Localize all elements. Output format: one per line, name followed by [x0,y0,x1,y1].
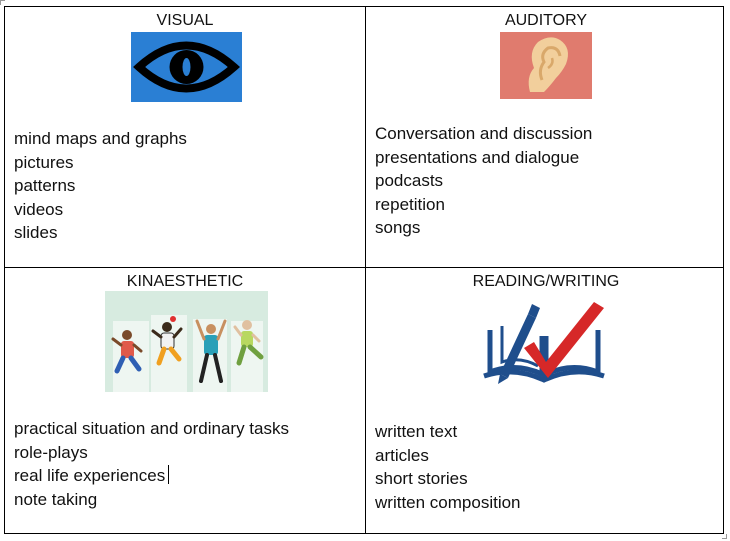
list-item: role-plays [14,442,88,462]
cell-title: VISUAL [156,12,214,29]
list-item: written composition [375,492,521,512]
reading-writing-list: written text articles short stories writ… [375,420,521,514]
cell-title: AUDITORY [504,12,588,29]
list-item: podcasts [375,171,444,190]
text-cursor [168,465,170,484]
list-item-text: real life experiences [14,466,166,485]
list-item: articles [375,445,429,465]
auditory-list: Conversation and discussion presentation… [375,122,592,240]
table-divider-horizontal [5,267,723,268]
jumping-people-illustration [105,291,268,392]
table-divider-vertical [365,7,366,533]
cell-visual: VISUAL mind maps and graphs pictures pat… [5,7,365,267]
list-item: repetition [375,194,445,214]
page-corner-mark [0,0,5,5]
kinaesthetic-list: practical situation and ordinary tasks r… [14,417,289,511]
cell-kinaesthetic: KINAESTHETIC [5,268,365,534]
list-item: written text [375,422,458,441]
cell-title: KINAESTHETIC [126,273,244,290]
list-item: Conversation and discussion [375,124,593,143]
list-item: patterns [14,176,76,195]
eye-icon [131,32,242,102]
list-item: mind maps and graphs [14,129,187,148]
list-item: presentations and dialogue [375,147,580,167]
book-pen-checkmark-icon [476,296,616,391]
list-item: videos [14,199,64,219]
list-item: slides [14,223,58,242]
ear-icon [500,32,592,99]
learning-styles-table: VISUAL mind maps and graphs pictures pat… [4,6,724,534]
cell-auditory: AUDITORY Conversation and discussion pre… [366,7,726,267]
list-item: real life experiences [14,464,289,488]
cell-title: READING/WRITING [472,273,620,290]
list-item: short stories [375,469,468,488]
cell-reading-writing: READING/WRITING written text articles sh… [366,268,726,534]
list-item: practical situation and ordinary tasks [14,419,289,438]
list-item: pictures [14,152,74,172]
visual-list: mind maps and graphs pictures patterns v… [14,127,187,245]
list-item: note taking [14,489,98,509]
list-item: songs [375,218,421,237]
page-corner-mark [722,534,727,539]
